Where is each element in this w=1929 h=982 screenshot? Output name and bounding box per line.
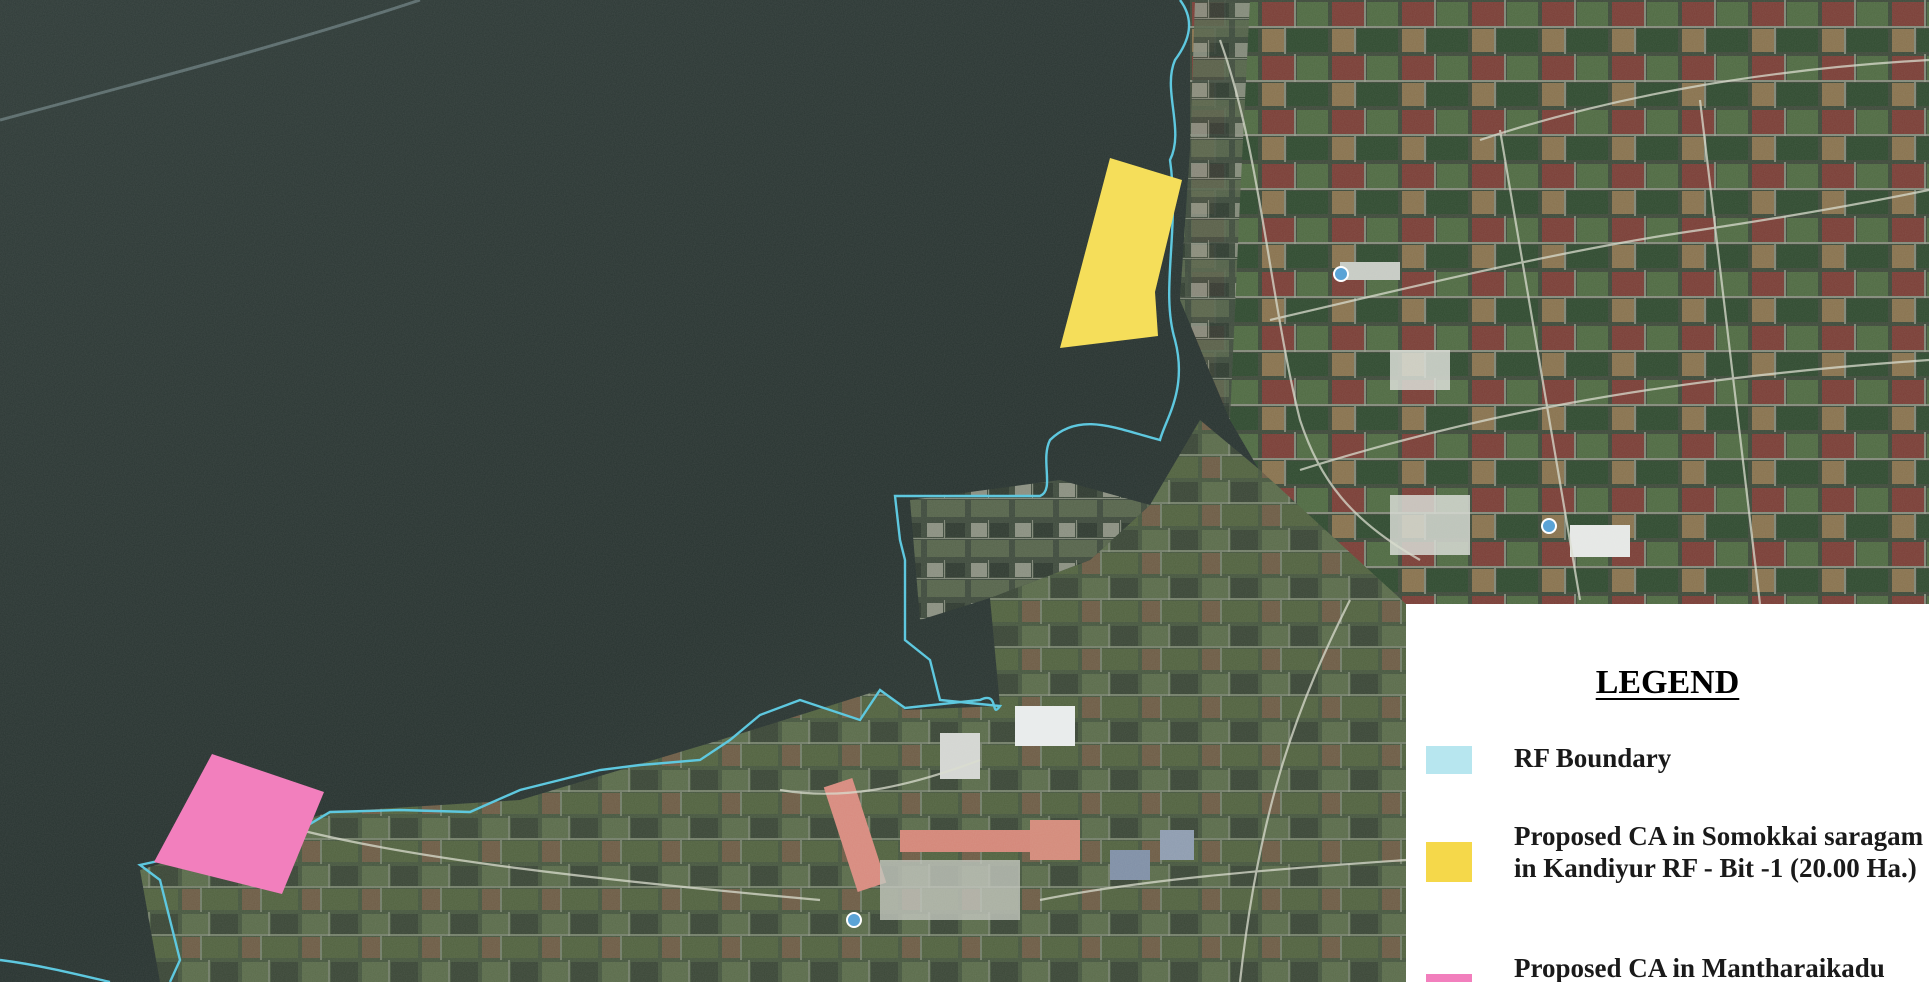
yellow-swatch-icon <box>1426 842 1472 882</box>
rf-boundary-line[interactable] <box>137 0 1191 982</box>
legend-label-somokkai: Proposed CA in Somokkai saragam in Kandi… <box>1514 821 1924 883</box>
legend-panel: LEGEND RF Boundary Proposed CA in Somokk… <box>1406 604 1929 982</box>
legend-label-mantharaikadu: Proposed CA in Mantharaikadu <box>1514 953 1885 982</box>
legend-label-rf-boundary: RF Boundary <box>1514 743 1672 773</box>
proposed-ca-mantharaikadu-area[interactable] <box>154 754 324 894</box>
pink-swatch-icon <box>1426 974 1472 982</box>
boundary-swatch-icon <box>1426 746 1472 774</box>
proposed-ca-somokkai-area[interactable] <box>1060 158 1182 348</box>
location-markers <box>846 266 1557 928</box>
legend-title: LEGEND <box>1595 664 1740 701</box>
rf-boundary-line-west[interactable] <box>0 958 111 982</box>
